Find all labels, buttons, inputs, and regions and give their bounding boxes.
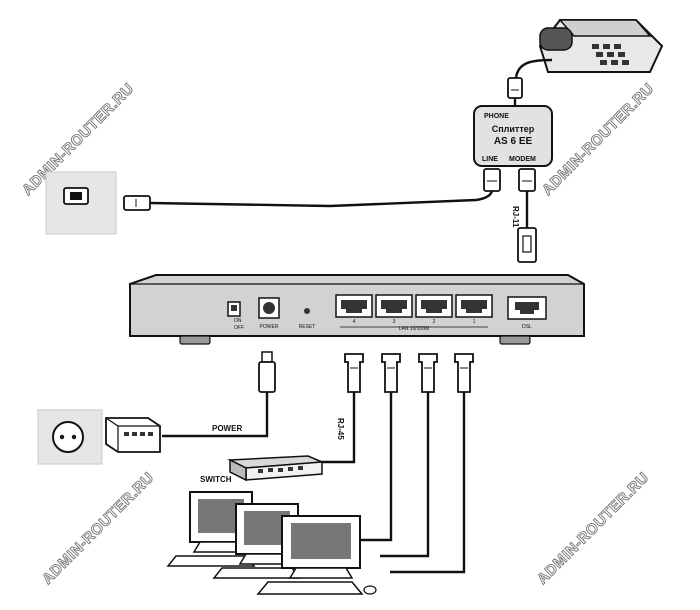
lan-port-3-number: 3 <box>393 319 396 325</box>
splitter-line-plug <box>483 168 501 192</box>
ethernet-plugs <box>344 353 474 393</box>
telephone-icon <box>514 19 664 79</box>
watermark-bottom-left: ADMIN-ROUTER.RU <box>39 469 158 588</box>
switch-label: SWITCH <box>200 475 232 484</box>
ethernet-plug-3 <box>418 353 438 393</box>
dsl-port: DSL <box>507 296 547 330</box>
ethernet-cable-pc3 <box>390 392 466 574</box>
adsl-router: ON OFF POWER RESET 4 3 <box>129 274 585 345</box>
wall-rj11-plug <box>123 195 151 211</box>
wall-power-outlet <box>37 409 103 465</box>
network-switch <box>227 455 323 482</box>
ethernet-plug-4 <box>454 353 474 393</box>
splitter-modem-label: MODEM <box>509 156 536 163</box>
ethernet-cable-pc2 <box>380 392 430 558</box>
wall-phone-jack <box>45 171 117 235</box>
ethernet-plug-2 <box>381 353 401 393</box>
splitter: PHONE Сплиттер AS 6 EE LINE MODEM <box>473 105 553 167</box>
phone-line-cable <box>149 190 494 208</box>
lan-port-4: 4 <box>335 294 373 325</box>
lan-port-4-number: 4 <box>353 319 356 325</box>
splitter-line-label: LINE <box>482 156 498 163</box>
reset-button: RESET <box>299 308 316 330</box>
watermark-bottom-right: ADMIN-ROUTER.RU <box>534 469 653 588</box>
lan-port-1: 1 <box>455 294 493 325</box>
lan-port-2-number: 2 <box>433 319 436 325</box>
dsl-rj11-plug <box>517 227 537 263</box>
power-switch: ON OFF <box>227 301 244 331</box>
lan-port-2: 2 <box>415 294 453 325</box>
splitter-name-line1: Сплиттер <box>492 124 535 134</box>
splitter-modem-plug <box>518 168 536 192</box>
power-switch-off-label: OFF <box>234 325 244 331</box>
power-plug <box>258 351 276 393</box>
rj45-label: RJ-45 <box>336 418 345 440</box>
lan-port-3: 3 <box>375 294 413 325</box>
power-switch-on-label: ON <box>234 318 242 324</box>
reset-label: RESET <box>299 324 316 330</box>
phone-rj11-plug <box>507 77 523 99</box>
power-jack-label: POWER <box>260 324 279 330</box>
splitter-phone-label: PHONE <box>484 113 509 120</box>
dsl-label: DSL <box>522 324 532 330</box>
power-cable-label: POWER <box>212 424 242 433</box>
splitter-name-line2: AS 6 EE <box>494 136 533 147</box>
ethernet-cable-switch <box>320 392 356 464</box>
computers <box>166 491 377 595</box>
power-jack: POWER <box>258 297 280 330</box>
lan-ports: 4 3 2 1 LAN 10/100M <box>335 294 493 332</box>
rj11-label: RJ-11 <box>511 206 520 228</box>
lan-label: LAN 10/100M <box>399 326 430 332</box>
lan-port-1-number: 1 <box>473 319 476 325</box>
computer-3 <box>256 515 377 595</box>
ethernet-plug-1 <box>344 353 364 393</box>
power-adapter <box>105 417 161 453</box>
ethernet-cable-pc1 <box>360 392 393 542</box>
power-cable <box>162 392 269 438</box>
watermark-top-right: ADMIN-ROUTER.RU <box>539 80 658 199</box>
